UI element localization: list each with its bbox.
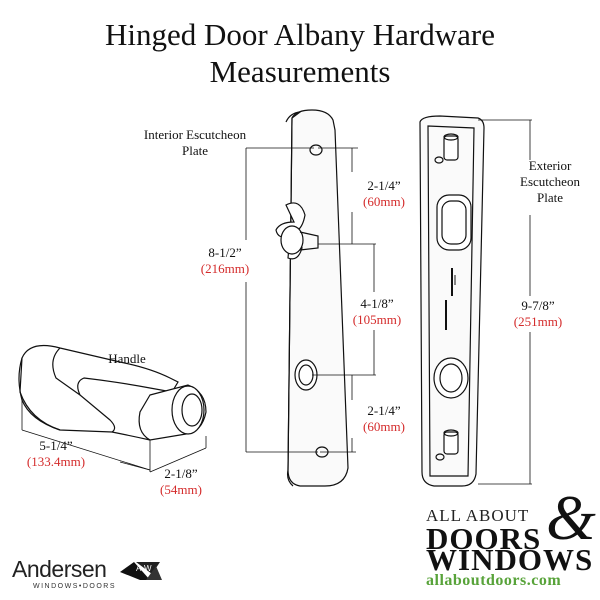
handle [18,345,207,441]
exterior-label-line-1: Exterior [528,158,572,173]
measure-center-spacing: 4-1/8” (105mm) [352,296,402,327]
measure-handle-depth: 2-1/8” (54mm) [160,466,202,497]
exterior-escutcheon-plate [419,115,485,487]
measure-interior-height: 8-1/2” (216mm) [200,245,250,276]
andersen-logo-subtitle: WINDOWS•DOORS [33,583,117,590]
measure-handle-length: 5-1/4” (133.4mm) [26,438,86,469]
handle-label: Handle [108,351,146,366]
interior-label-line-2: Plate [182,143,208,158]
page-title-line-2: Measurements [209,54,391,89]
andersen-logo: Andersen [12,556,107,582]
all-about-logo-line-1: ALL ABOUT [426,506,530,525]
exterior-plate-label: Exterior Escutcheon Plate [504,158,596,206]
exterior-label-line-3: Plate [537,190,563,205]
exterior-label-line-2: Escutcheon [520,174,580,189]
measure-bottom-spacing: 2-1/4” (60mm) [363,403,405,434]
dimension-lines [21,119,532,485]
all-about-logo-url: allaboutdoors.com [426,572,562,589]
andersen-logo-mark-text: A-W [136,564,152,573]
all-about-logo-line-3: WINDOWS [426,542,594,577]
interior-label-line-1: Interior Escutcheon [143,127,247,142]
measure-exterior-height: 9-7/8” (251mm) [513,298,563,329]
all-about-logo-line-2: DOORS [426,521,542,556]
interior-plate-label: Interior Escutcheon Plate [130,127,260,159]
andersen-aw-logo-icon [120,562,162,580]
measure-top-spacing: 2-1/4” (60mm) [363,178,405,209]
page-title-line-1: Hinged Door Albany Hardware [105,17,495,52]
all-about-logo-ampersand: & [546,482,596,553]
interior-escutcheon-plate [275,109,349,487]
